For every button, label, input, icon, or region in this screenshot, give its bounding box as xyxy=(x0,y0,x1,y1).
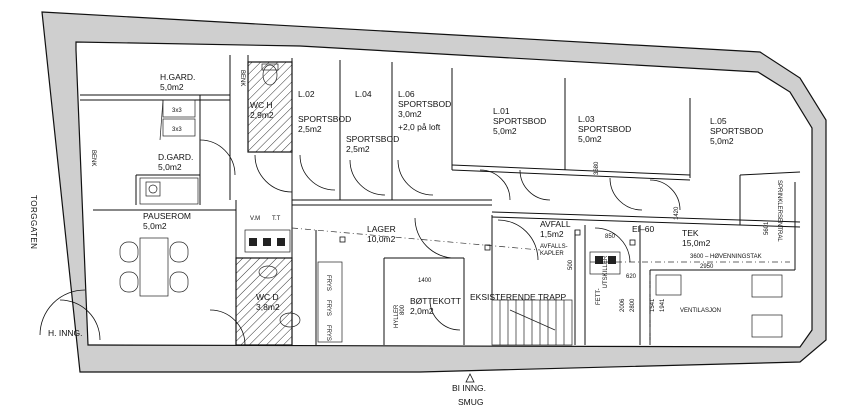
dim-620: 620 xyxy=(626,274,637,280)
l01-area: 5,0m2 xyxy=(493,126,517,136)
ceiling-line xyxy=(291,227,541,251)
h-inng-label: H. INNG. xyxy=(48,328,82,338)
hgard-name: H.GARD. xyxy=(160,72,195,82)
bank-label-2: BENK xyxy=(90,150,96,166)
bottekott-area: 2,0m2 xyxy=(410,306,434,316)
fett-label: FETT-UTSKILLER xyxy=(596,255,609,305)
dgard-name: D.GARD. xyxy=(158,152,193,162)
dim-5601: 5601 xyxy=(764,221,770,235)
l02-area: 2,5m2 xyxy=(298,124,322,134)
avfall-kapler-label: AVFALLS-KAPLER xyxy=(540,244,568,257)
dim-1941: 1941 xyxy=(660,298,666,312)
l05-area: 5,0m2 xyxy=(710,136,734,146)
smug-label: SMUG xyxy=(458,397,484,407)
bi-inng-label: BI INNG. xyxy=(452,383,486,393)
tt-label: T.T xyxy=(272,216,281,222)
dim-3600: 3600 – HØVENNINGSTAK xyxy=(690,254,762,260)
small-markers xyxy=(339,229,636,251)
tek-name: TEK xyxy=(682,228,699,238)
trapp-name: EKSISTERENDE TRAPP xyxy=(470,292,567,302)
street-torggaten: TORGGATEN xyxy=(29,195,38,249)
entry-arrow xyxy=(465,373,475,383)
pause-area: 5,0m2 xyxy=(143,221,167,231)
wc-d-hatch xyxy=(235,257,293,346)
dim-1541: 1541 xyxy=(650,298,656,312)
ventilasjon: VENTILASJON xyxy=(680,308,721,314)
l06-area: 3,0m2 xyxy=(398,109,422,119)
l01-type: SPORTSBOD xyxy=(493,116,546,126)
kitchen-counter xyxy=(139,177,199,205)
door-swings xyxy=(39,139,681,346)
l04-name: L.04 xyxy=(355,89,372,99)
dim-500: 500 xyxy=(568,259,574,270)
stair xyxy=(491,299,573,346)
dimension-labels: 1400 800 850 620 2950 3600 – HØVENNINGST… xyxy=(400,161,770,315)
dim-1420: 1420 xyxy=(674,206,680,220)
l04-type: SPORTSBOD xyxy=(346,134,399,144)
dim-2006: 2006 xyxy=(620,298,626,312)
skap-label-1: 3x3 xyxy=(172,108,182,114)
dim-1400: 1400 xyxy=(418,278,432,284)
dim-2800: 2800 xyxy=(630,298,636,312)
room-labels: H.GARD. 5,0m2 D.GARD. 5,0m2 WC H 2,9m2 W… xyxy=(143,72,763,316)
outer-wall xyxy=(41,11,827,373)
vm-label: V.M xyxy=(250,216,260,222)
toilet-fixtures xyxy=(258,63,301,328)
avfall-area: 1,5m2 xyxy=(540,229,564,239)
l06-extra: +2,0 på loft xyxy=(398,122,441,132)
bank-label-1: BENK xyxy=(239,70,245,86)
l06-name: L.06 xyxy=(398,89,415,99)
woh-name: WC H xyxy=(250,100,273,110)
dim-800: 800 xyxy=(400,304,406,315)
frys-label-2: FRYS xyxy=(325,300,331,316)
wcd-area: 3,8m2 xyxy=(256,302,280,312)
dim-2950: 2950 xyxy=(700,264,714,270)
l03-area: 5,0m2 xyxy=(578,134,602,144)
hgard-area: 5,0m2 xyxy=(160,82,184,92)
sprinkler-label: SPRINKLERSENTRAL xyxy=(776,180,782,242)
dim-850: 850 xyxy=(605,234,616,240)
lager-area: 10,0m2 xyxy=(367,234,396,244)
l01-name: L.01 xyxy=(493,106,510,116)
wcd-name: WC D xyxy=(256,292,279,302)
l04-area: 2,5m2 xyxy=(346,144,370,154)
dim-3680: 3680 xyxy=(594,161,600,175)
frys-label-3: FRYS xyxy=(325,325,331,341)
hyller-label: HYLLER xyxy=(394,304,400,328)
l02-type: SPORTSBOD xyxy=(298,114,351,124)
l06-type: SPORTSBOD xyxy=(398,99,451,109)
l03-type: SPORTSBOD xyxy=(578,124,631,134)
avfall-name: AVFALL xyxy=(540,219,571,229)
l02-name: L.02 xyxy=(298,89,315,99)
ei60-label: EI–60 xyxy=(632,224,654,234)
bottekott-name: BØTTEKOTT xyxy=(410,296,461,306)
frys-label-1: FRYS xyxy=(325,275,331,291)
tek-area: 15,0m2 xyxy=(682,238,711,248)
fixture-labels: BENK BENK 3x3 3x3 FRYS FRYS FRYS AVFALLS… xyxy=(90,70,782,341)
wc-h-hatch xyxy=(247,61,293,153)
lager-name: LAGER xyxy=(367,224,396,234)
dining-table xyxy=(119,237,189,297)
woh-area: 2,9m2 xyxy=(250,110,274,120)
dgard-area: 5,0m2 xyxy=(158,162,182,172)
equipment-blocks xyxy=(244,229,783,343)
pause-name: PAUSEROM xyxy=(143,211,191,221)
skap-label-2: 3x3 xyxy=(172,127,182,133)
storage-shelves xyxy=(159,99,196,141)
l05-name: L.05 xyxy=(710,116,727,126)
l05-type: SPORTSBOD xyxy=(710,126,763,136)
l03-name: L.03 xyxy=(578,114,595,124)
